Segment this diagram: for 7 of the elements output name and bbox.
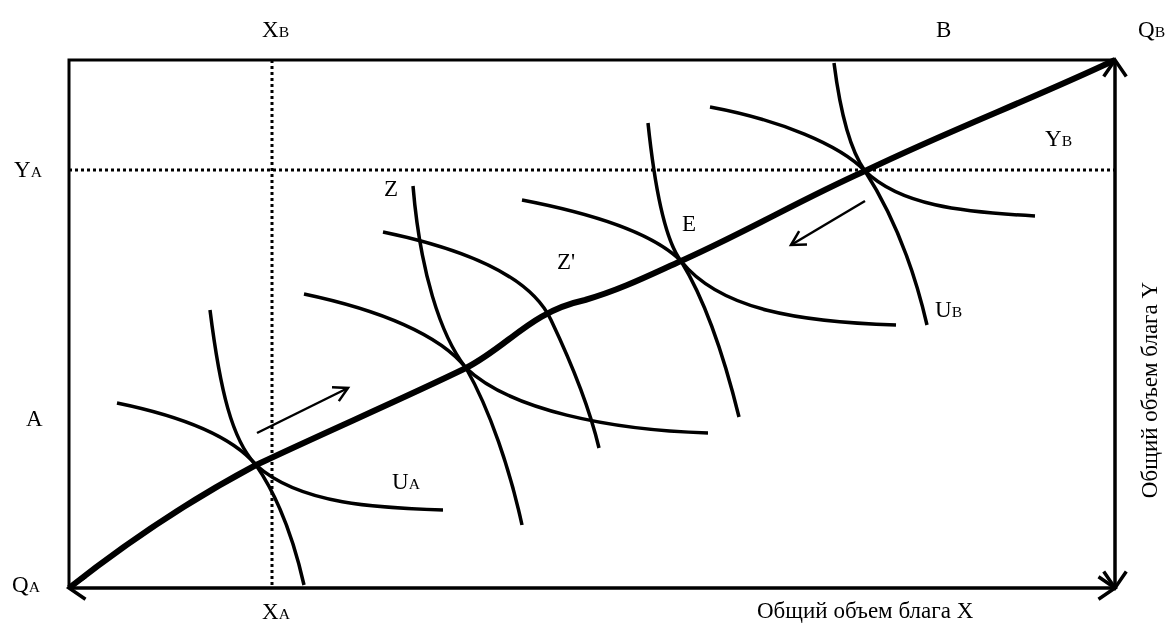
point-label: E	[682, 212, 697, 237]
point-label: Z'	[557, 250, 576, 275]
point-label: A	[26, 407, 43, 432]
point-label: B	[936, 18, 952, 43]
point-label: Z	[384, 177, 399, 202]
axis-title: Общий объем блага X	[757, 599, 974, 624]
axis-title: Общий объем блага Y	[1137, 281, 1163, 499]
